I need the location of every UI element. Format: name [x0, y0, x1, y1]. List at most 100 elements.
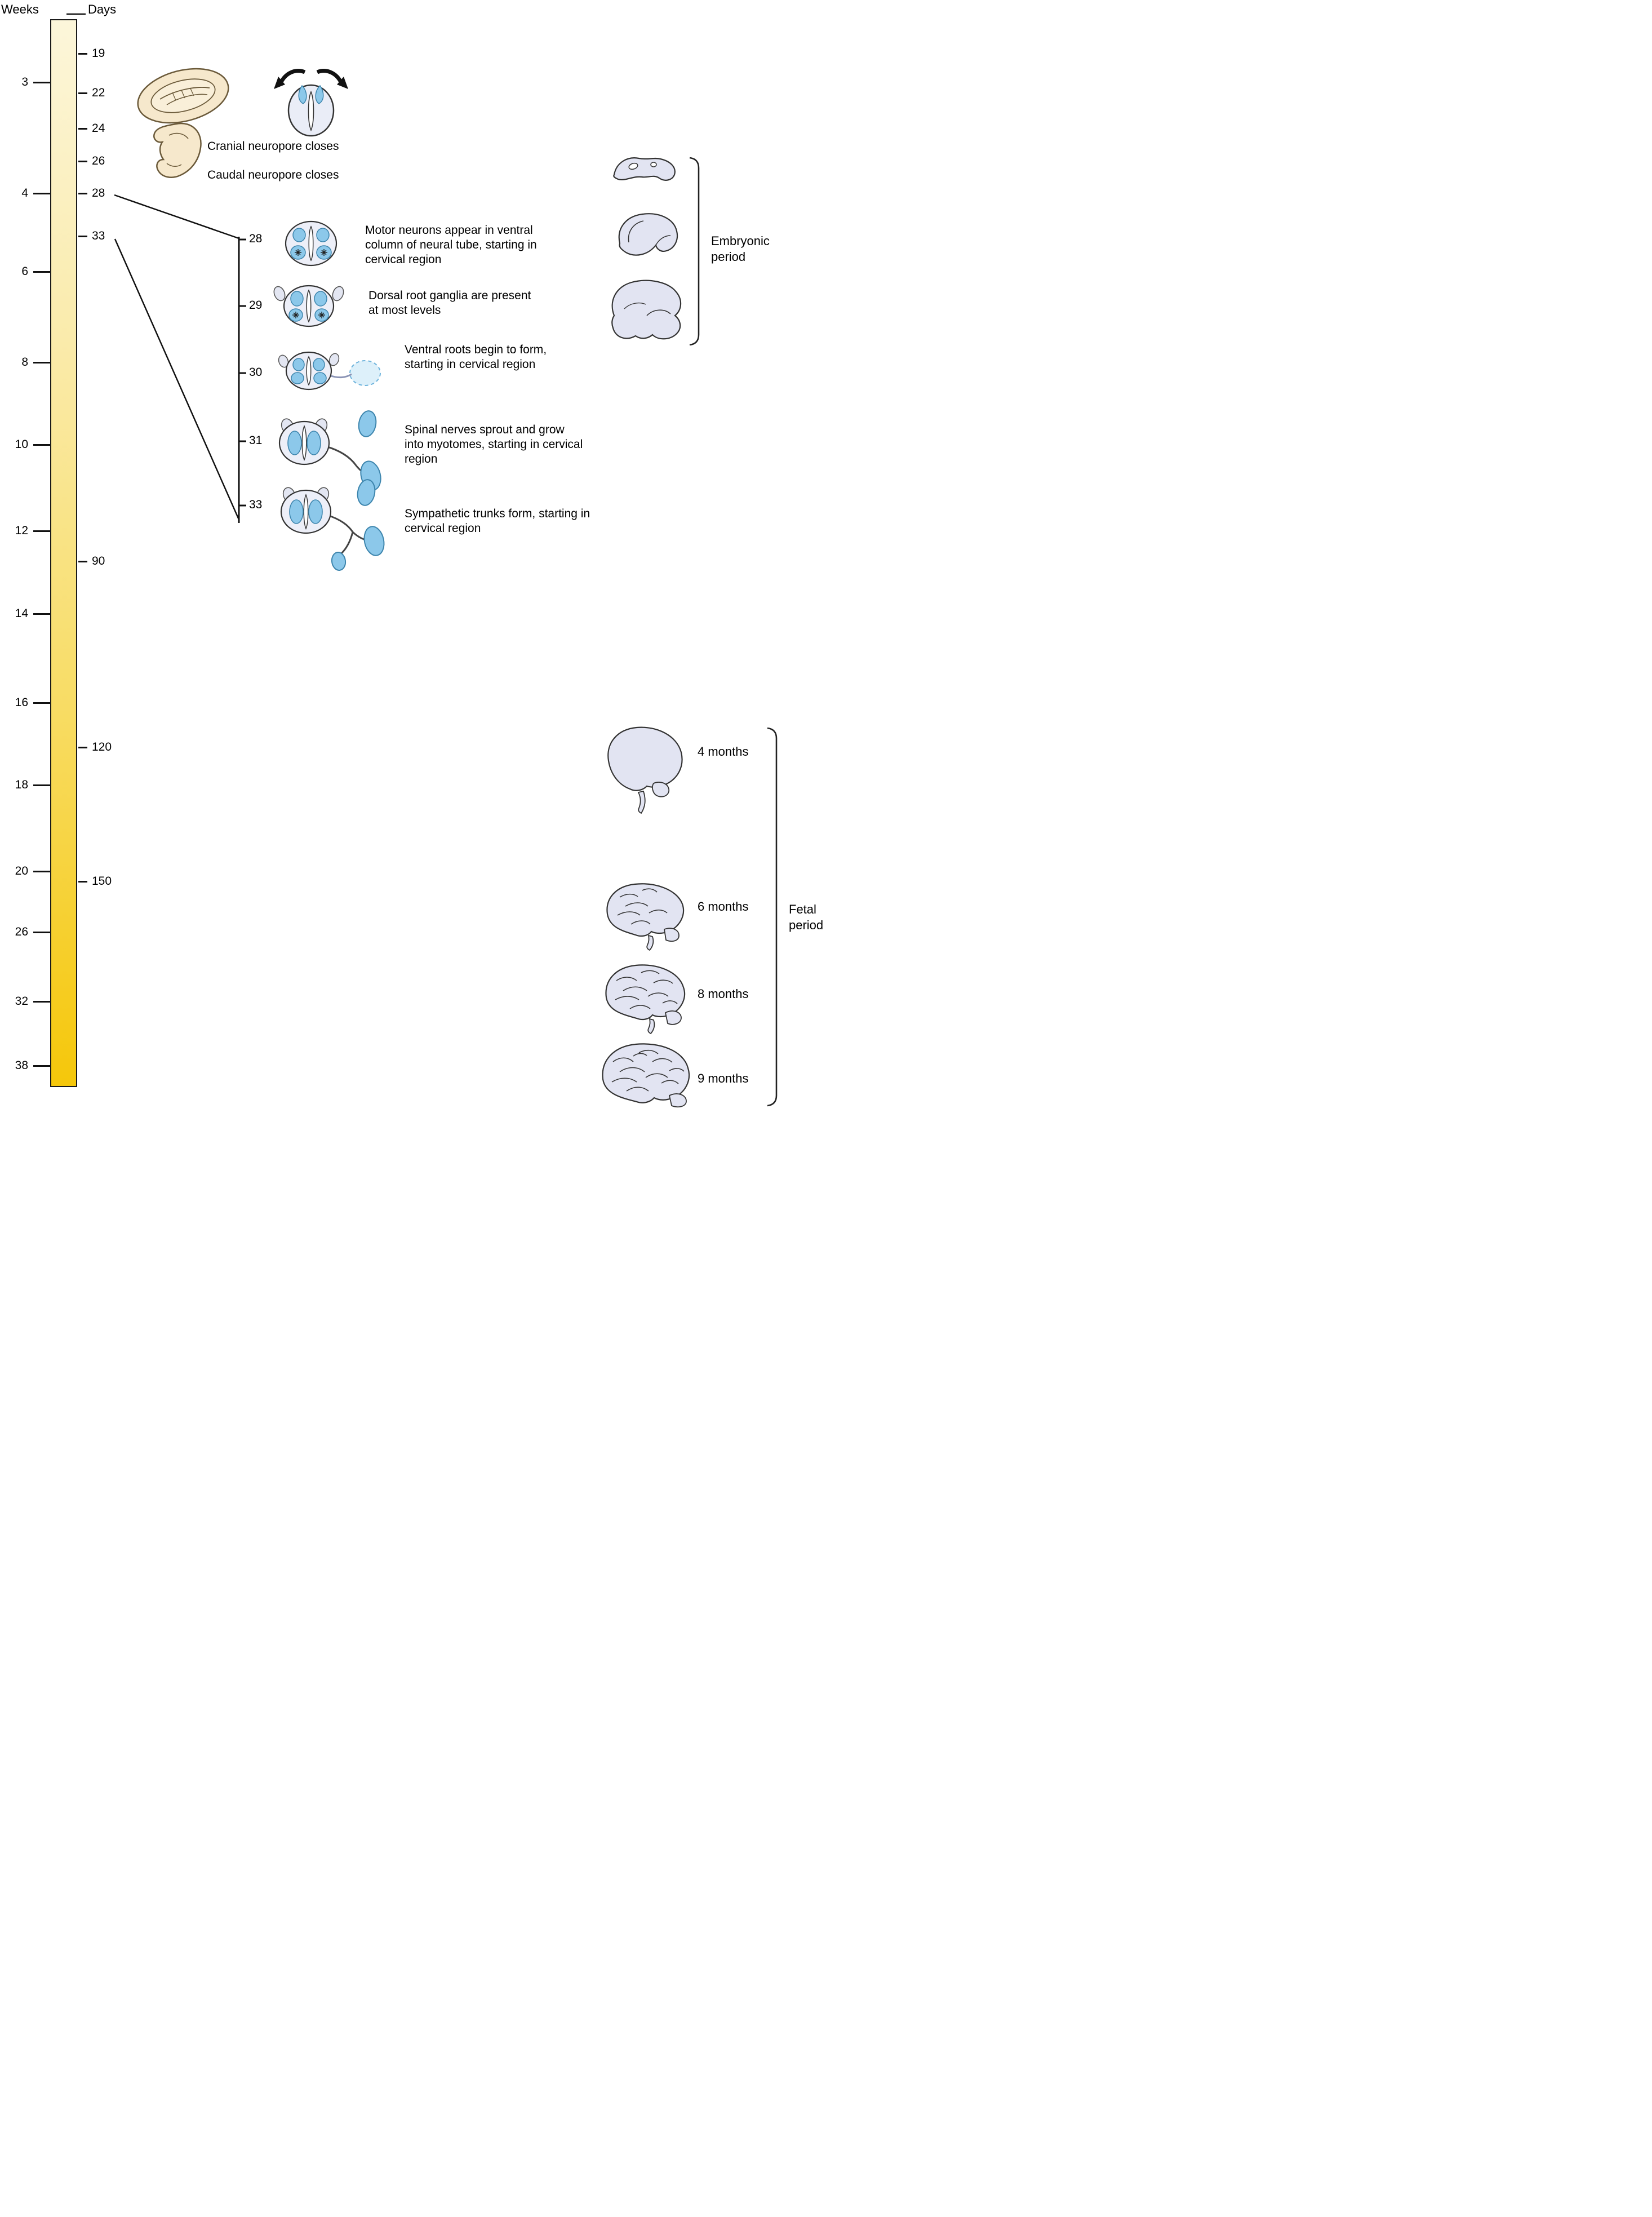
- detail-day-30-number: 30: [249, 366, 263, 379]
- cranial-neuropore-label: Cranial neuropore closes: [207, 140, 339, 153]
- fetal-stage-label-6-months: 6 months: [698, 899, 749, 914]
- day-tick-28: 28: [78, 187, 105, 200]
- week-tick-label: 10: [15, 438, 28, 451]
- week-tick-label: 16: [15, 696, 28, 709]
- day-tick-120: 120: [78, 741, 112, 754]
- detail-day-33-text: Sympathetic trunks form, starting in cer…: [405, 507, 590, 535]
- tick-line: [78, 92, 87, 94]
- week-tick-label: 4: [21, 187, 28, 199]
- tick-line: [78, 235, 87, 237]
- week-tick-label: 26: [15, 925, 28, 938]
- fetal-period-label: Fetal period: [789, 902, 824, 932]
- week-tick-26: 26: [0, 925, 50, 939]
- detail-day-30-text: Ventral roots begin to form, starting in…: [405, 343, 547, 371]
- week-tick-label: 18: [15, 778, 28, 791]
- fetal-brain-4-months: [607, 726, 683, 814]
- detail-day-33-number: 33: [249, 498, 263, 511]
- day-tick-label: 19: [92, 47, 105, 60]
- day-tick-26: 26: [78, 154, 105, 168]
- tick-line: [78, 746, 87, 748]
- tick-line: [78, 192, 87, 194]
- week-tick-3: 3: [0, 76, 50, 89]
- week-tick-label: 14: [15, 607, 28, 620]
- fetal-period-bracket: [767, 727, 778, 1107]
- detail-day-31-text: Spinal nerves sprout and grow into myoto…: [405, 423, 583, 466]
- cross-section-day-30-illustration: [278, 351, 381, 391]
- day-tick-label: 90: [92, 555, 105, 567]
- figure-canvas: Weeks Days 3 4 6 8 10 12 14 16 18 20 26 …: [0, 0, 826, 1108]
- neural-tube-closure-illustration: [274, 69, 348, 137]
- timeline-gradient-bar: [50, 19, 77, 1087]
- fetal-brain-6-months: [606, 883, 685, 951]
- tick-line: [78, 127, 87, 130]
- week-tick-label: 3: [21, 76, 28, 88]
- fetal-brain-9-months: [602, 1043, 690, 1108]
- tick-line: [78, 880, 87, 883]
- week-tick-10: 10: [0, 438, 50, 451]
- fetal-stage-label-8-months: 8 months: [698, 987, 749, 1001]
- week-tick-6: 6: [0, 265, 50, 278]
- embryo-dorsal-view-illustration: [137, 68, 229, 124]
- cross-section-day-28-illustration: [285, 220, 337, 267]
- tick-line: [33, 1000, 50, 1003]
- fetal-stage-label-9-months: 9 months: [698, 1071, 749, 1085]
- detail-day-29-text: Dorsal root ganglia are present at most …: [368, 289, 531, 317]
- motor-neuron-asterisks: [292, 312, 325, 318]
- tick-line: [78, 560, 87, 562]
- cross-section-day-33-illustration: [280, 479, 385, 571]
- embryonic-brain-stage-3: [611, 280, 682, 340]
- embryonic-brain-stage-2: [618, 213, 678, 256]
- week-tick-label: 20: [15, 864, 28, 877]
- sympathetic-branch: [340, 531, 354, 555]
- day-tick-label: 26: [92, 154, 105, 167]
- week-tick-label: 8: [21, 356, 28, 369]
- motor-neuron-asterisks: [295, 249, 327, 256]
- tick-line: [33, 784, 50, 786]
- day-tick-label: 120: [92, 741, 112, 753]
- sympathetic-ganglion: [331, 552, 347, 571]
- tick-line: [33, 192, 50, 194]
- detail-day-28-text: Motor neurons appear in ventral column o…: [365, 224, 537, 267]
- tick-line: [33, 870, 50, 872]
- embryonic-period-label: Embryonic period: [711, 234, 770, 264]
- tick-line: [78, 160, 87, 162]
- week-tick-14: 14: [0, 607, 50, 620]
- week-tick-32: 32: [0, 995, 50, 1008]
- week-tick-16: 16: [0, 696, 50, 710]
- caudal-neuropore-label: Caudal neuropore closes: [207, 169, 339, 181]
- tick-line: [33, 444, 50, 446]
- day-tick-label: 24: [92, 122, 105, 135]
- week-tick-label: 6: [21, 265, 28, 278]
- myotome-dashed-outline: [349, 360, 381, 386]
- gyri-lines: [611, 1049, 685, 1092]
- tick-line: [33, 361, 50, 363]
- tick-line: [33, 613, 50, 615]
- days-axis-title: Days: [88, 2, 117, 16]
- day-tick-33: 33: [78, 229, 105, 243]
- week-tick-12: 12: [0, 524, 50, 538]
- sulci-lines: [617, 888, 668, 925]
- tick-line: [78, 52, 87, 55]
- detail-day-28-number: 28: [249, 232, 263, 245]
- week-tick-8: 8: [0, 356, 50, 369]
- embryonic-period-bracket: [689, 157, 700, 346]
- weeks-axis-title: Weeks: [1, 2, 39, 16]
- day-tick-label: 28: [92, 187, 105, 199]
- embryo-lateral-view-illustration: [153, 122, 202, 178]
- day-tick-150: 150: [78, 875, 112, 888]
- detail-day-29-number: 29: [249, 299, 263, 312]
- closure-arrows: [274, 69, 348, 89]
- week-tick-label: 32: [15, 995, 28, 1008]
- fetal-stage-label-4-months: 4 months: [698, 744, 749, 759]
- cross-section-day-29-illustration: [273, 285, 344, 327]
- day-tick-label: 150: [92, 875, 112, 888]
- tick-line: [33, 1065, 50, 1067]
- tick-line: [33, 702, 50, 704]
- week-tick-4: 4: [0, 187, 50, 200]
- day-tick-22: 22: [78, 86, 105, 100]
- tick-line: [33, 931, 50, 933]
- day-tick-24: 24: [78, 122, 105, 135]
- week-tick-label: 38: [15, 1059, 28, 1072]
- figure-artwork: [66, 13, 778, 1108]
- sulci-lines: [615, 970, 678, 1009]
